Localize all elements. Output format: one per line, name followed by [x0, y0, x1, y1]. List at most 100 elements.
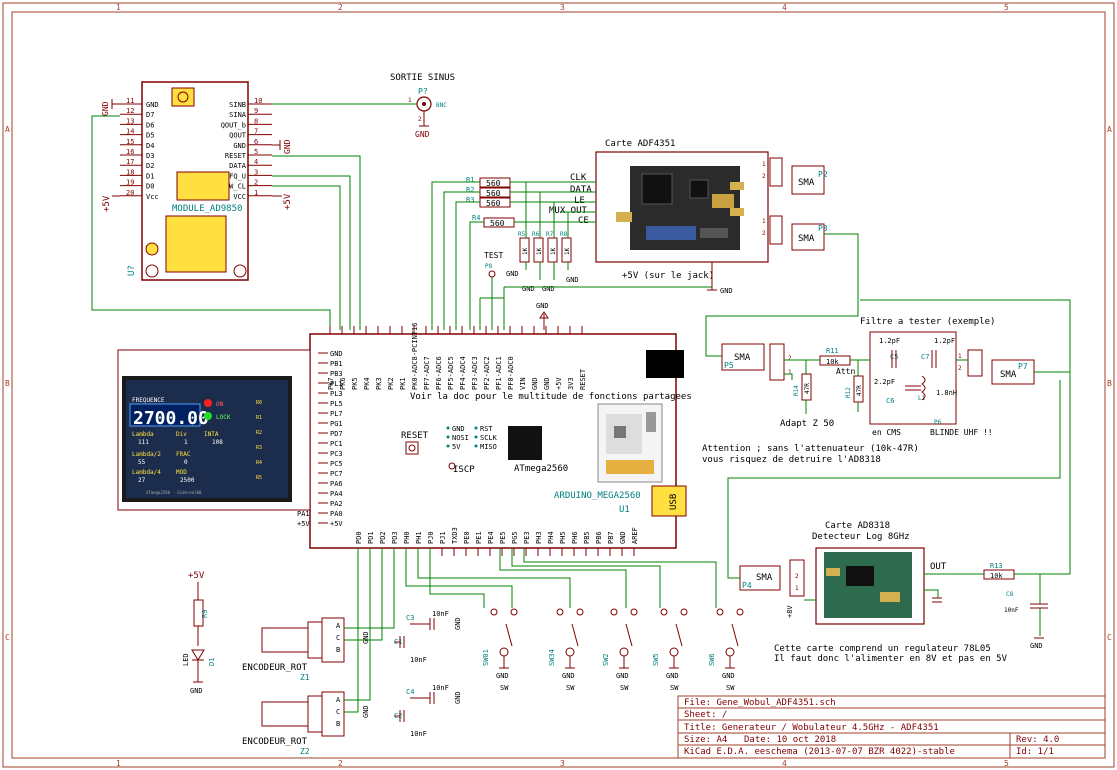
mega-pin-top: GND [543, 377, 551, 390]
svg-text:LED: LED [182, 653, 190, 666]
svg-text:R11: R11 [826, 347, 839, 355]
mega-pin-bottom: PH1 [415, 531, 423, 544]
mega-pin-bottom: PB6 [595, 531, 603, 544]
svg-text:10nF: 10nF [1004, 607, 1019, 614]
isp-pin-right: RST [480, 425, 493, 433]
svg-text:1.2pF: 1.2pF [934, 337, 955, 345]
svg-text:+8V: +8V [786, 605, 794, 618]
mega-pin-bottom: PD1 [367, 531, 375, 544]
svg-text:RESET: RESET [401, 431, 429, 441]
ad8318-card: Carte AD8318 Detecteur Log 8GHz OUT +8V [786, 521, 947, 625]
switch-label: SW [500, 684, 509, 692]
pin-number: 2 [254, 179, 258, 187]
encoder-pin: C [336, 708, 340, 716]
svg-text:2: 2 [788, 355, 792, 362]
switch-lever [505, 623, 513, 647]
mega-pin-top: RESET [579, 368, 587, 390]
svg-text:LOCK: LOCK [216, 414, 231, 421]
tb-sheet: Sheet: / [684, 710, 727, 720]
pin-number: 6 [254, 138, 258, 146]
switch-contact [736, 608, 744, 616]
svg-text:560: 560 [486, 199, 501, 208]
isp-pin-right: SCLK [480, 434, 498, 442]
svg-text:C5: C5 [890, 353, 898, 361]
pin-number: 8 [254, 117, 258, 125]
pin-name: GND [233, 142, 246, 150]
gnd-label: GND [362, 705, 370, 718]
encoder-shaft [261, 627, 309, 653]
svg-text:GND: GND [542, 285, 555, 293]
mega-pin-inner: PL5 [330, 400, 343, 408]
mega-pin-top: PF1-ADC1 [495, 356, 503, 390]
mega-pin-inner: PB3 [330, 370, 343, 378]
svg-text:P7: P7 [1018, 362, 1028, 371]
pin-number: 17 [126, 158, 134, 166]
switch-pivot [499, 647, 509, 657]
svg-text:2: 2 [762, 230, 766, 237]
switch-lever [731, 623, 739, 647]
svg-text:2.2pF: 2.2pF [874, 378, 895, 386]
mega-pin-bottom: PD2 [379, 531, 387, 544]
mega-pin-bottom: PJ1 [439, 531, 447, 544]
display-register: R4 [256, 460, 262, 466]
svg-text:CE: CE [578, 216, 589, 226]
ad9850-gnd-right: GND [272, 139, 292, 154]
svg-text:FREQUENCE: FREQUENCE [132, 397, 165, 404]
svg-text:560: 560 [490, 219, 505, 228]
arduino-mega: USB RESET ISCP ATmega2560 Voir la doc po… [297, 323, 692, 556]
svg-text:2: 2 [418, 116, 422, 123]
svg-text:GND: GND [190, 687, 203, 695]
svg-text:LE: LE [574, 196, 585, 206]
switch-lever [675, 623, 683, 647]
svg-text:560: 560 [486, 189, 501, 198]
pin-name: D2 [146, 162, 154, 170]
svg-text:GND: GND [720, 287, 733, 295]
switch-contact [610, 608, 618, 616]
title-block [677, 695, 1106, 759]
mega-pin-top: PK4 [363, 377, 371, 390]
cap-ref: C4 [406, 688, 414, 696]
adf4351-card: Carte ADF4351 +5V (sur le jack) [595, 139, 769, 281]
svg-text:en CMS: en CMS [872, 428, 901, 437]
mega-pin-bottom: PH3 [535, 531, 543, 544]
isp-pin-right: MISO [480, 443, 497, 451]
encoder-body [321, 691, 345, 737]
svg-text:L1: L1 [918, 395, 926, 402]
mega-pin-top: PK3 [375, 377, 383, 390]
switch-contact [576, 608, 584, 616]
svg-text:1: 1 [408, 97, 412, 104]
svg-text:0: 0 [184, 459, 188, 466]
mega-name: ARDUINO_MEGA2560 [554, 491, 641, 501]
pin-number: 10 [254, 97, 262, 105]
pin-number: 15 [126, 138, 134, 146]
mega-pin-inner: PL7 [330, 410, 343, 418]
svg-text:1.2pF: 1.2pF [879, 337, 900, 345]
pin-name: GND [146, 101, 159, 109]
mega-pin-inner: GND [330, 350, 343, 358]
svg-text:Filtre a tester (exemple): Filtre a tester (exemple) [860, 317, 995, 327]
pin-number: 1 [254, 189, 258, 197]
svg-text:Detecteur Log 8GHz: Detecteur Log 8GHz [812, 532, 910, 542]
mega-pin-inner: PA6 [330, 480, 343, 488]
sma-p5: SMA P5 2 1 [721, 343, 792, 381]
display-register: R0 [256, 400, 262, 406]
svg-text:GND: GND [283, 139, 292, 154]
mega-pin-top: PF0-ADC0 [507, 356, 515, 390]
mega-pin-bottom: PH4 [547, 531, 555, 544]
isp-pin-dot [446, 444, 450, 448]
svg-text:1: 1 [184, 439, 188, 446]
tb-file: File: Gene_Wobul_ADF4351.sch [684, 698, 836, 708]
isp-pin-dot [446, 435, 450, 439]
svg-text:27: 27 [138, 477, 146, 484]
pin-number: 14 [126, 128, 134, 136]
frame-col-label: 2 [338, 3, 343, 12]
svg-text:R12: R12 [845, 387, 852, 398]
gnd-label: GND [722, 672, 735, 680]
switch-label: SW [620, 684, 629, 692]
frame-col-label: 3 [560, 759, 565, 768]
mega-pin-top: PF5-ADC5 [447, 356, 455, 390]
